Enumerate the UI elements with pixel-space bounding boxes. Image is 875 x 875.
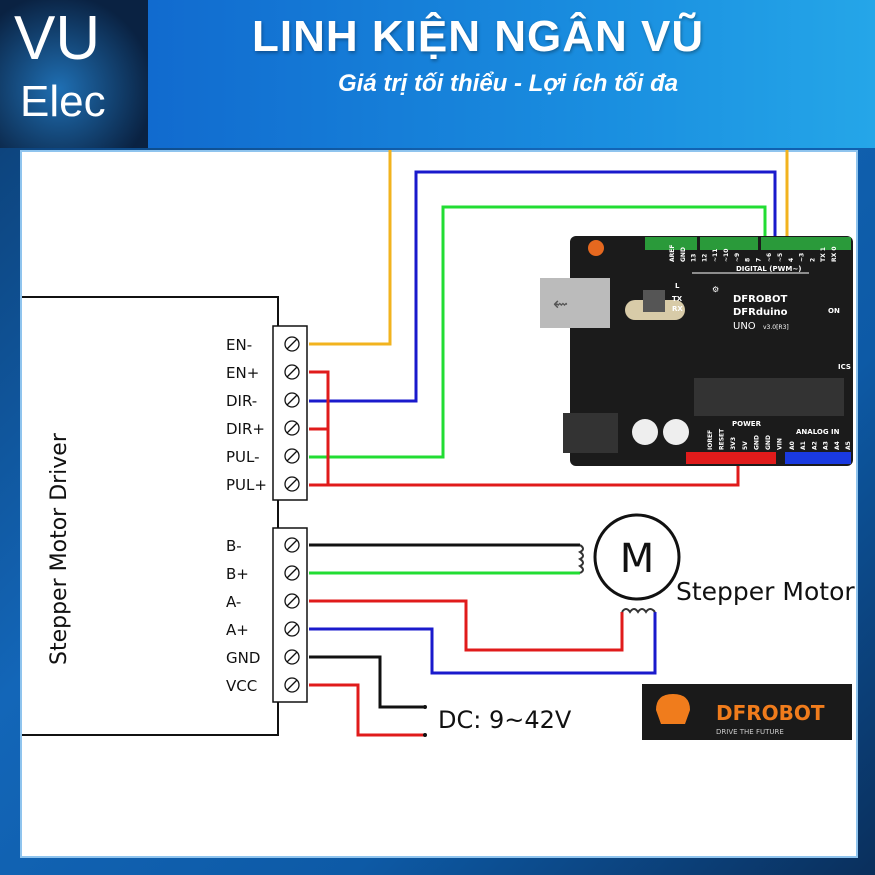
board-pin-label: RX 0 bbox=[831, 246, 838, 262]
motor-label: Stepper Motor bbox=[676, 577, 855, 606]
board-pin-label: 13 bbox=[691, 254, 698, 262]
power-terminal-block bbox=[272, 527, 308, 703]
terminal-label: PUL- bbox=[226, 448, 260, 466]
terminal-label: PUL+ bbox=[226, 476, 267, 494]
board-pin-label: GND bbox=[680, 247, 687, 262]
terminal-label: A- bbox=[226, 593, 241, 611]
terminal-label: VCC bbox=[226, 677, 257, 695]
terminal-label: B- bbox=[226, 537, 242, 555]
analog-header bbox=[785, 452, 851, 464]
driver-label: Stepper Motor Driver bbox=[47, 432, 72, 665]
driver-box bbox=[22, 296, 279, 736]
board-brand: DFROBOT bbox=[733, 294, 787, 305]
board-pin-label: AREF bbox=[669, 245, 676, 262]
board-pin-label: A2 bbox=[811, 441, 818, 450]
wire-en-minus bbox=[309, 150, 392, 346]
robot-head-icon bbox=[656, 694, 690, 724]
led-l-label: L bbox=[675, 282, 680, 290]
board-pin-label: 2 bbox=[809, 258, 816, 262]
board-pin-label: 7 bbox=[755, 258, 762, 262]
board-pin-label: A5 bbox=[845, 441, 852, 450]
motor-symbol-text: M bbox=[620, 536, 655, 582]
icsp-label: ICS bbox=[838, 363, 851, 371]
logo-text-elec: Elec bbox=[20, 77, 106, 126]
board-model: UNO bbox=[733, 321, 756, 332]
digital-header bbox=[761, 237, 851, 250]
coil-a bbox=[621, 608, 656, 614]
board-pin-label: A4 bbox=[834, 441, 841, 450]
terminal-label: DIR- bbox=[226, 392, 257, 410]
board-pin-label: 3V3 bbox=[730, 437, 737, 450]
dfrobot-logo: DFROBOT DRIVE THE FUTURE bbox=[642, 684, 852, 740]
dfrobot-tagline: DRIVE THE FUTURE bbox=[716, 728, 784, 736]
board-pin-label: 12 bbox=[701, 254, 708, 262]
board-pin-label: A1 bbox=[800, 441, 807, 450]
motor-symbol bbox=[593, 513, 681, 601]
vu-elec-logo: VU Elec bbox=[0, 0, 148, 148]
wire-pul-minus bbox=[309, 205, 767, 459]
terminal-label: EN+ bbox=[226, 364, 259, 382]
power-label: POWER bbox=[732, 420, 762, 428]
led-rx-label: RX bbox=[672, 305, 683, 313]
board-pin-label: GND bbox=[765, 435, 772, 450]
coil-b bbox=[578, 544, 584, 574]
board-pin-label: VIN bbox=[777, 438, 784, 450]
analog-label: ANALOG IN bbox=[796, 428, 840, 436]
terminal-label: EN- bbox=[226, 336, 252, 354]
board-pin-label: A0 bbox=[789, 441, 796, 450]
banner-title: LINH KIỆN NGÂN VŨ bbox=[252, 12, 705, 61]
wire-dir-minus bbox=[309, 170, 777, 403]
power-header bbox=[686, 452, 776, 464]
board-pin-label: ~11 bbox=[712, 249, 719, 262]
board-pin-label: ~10 bbox=[723, 249, 730, 262]
reset-button[interactable] bbox=[588, 240, 604, 256]
usb-connector bbox=[540, 278, 610, 328]
board-version: v3.0[R3] bbox=[763, 324, 789, 331]
dfrobot-logo-text: DFROBOT bbox=[716, 701, 825, 725]
wire-a-plus bbox=[309, 612, 657, 675]
logo-text-vu: VU bbox=[14, 4, 101, 73]
atmega-chip bbox=[694, 378, 844, 416]
dc-jack bbox=[563, 413, 618, 453]
terminal-label: GND bbox=[226, 649, 260, 667]
control-terminal-block bbox=[272, 325, 308, 501]
board-pin-label: 4 bbox=[788, 258, 795, 262]
wire-vcc bbox=[309, 683, 425, 737]
board-pin-label: ~3 bbox=[799, 253, 806, 262]
wire-gnd bbox=[309, 655, 425, 709]
board-pin-label: GND bbox=[753, 435, 760, 450]
board-name: DFRduino bbox=[733, 307, 788, 318]
terminal-label: A+ bbox=[226, 621, 249, 639]
board-pin-label: 5V bbox=[742, 441, 749, 450]
board-pin-label: 8 bbox=[745, 258, 752, 262]
led-tx-label: TX bbox=[672, 295, 683, 303]
banner-slogan: Giá trị tối thiểu - Lợi ích tối đa bbox=[338, 70, 679, 97]
board-pin-label: ~5 bbox=[777, 253, 784, 262]
power-supply-label: DC: 9~42V bbox=[438, 706, 572, 734]
banner: VU Elec LINH KIỆN NGÂN VŨ Giá trị tối th… bbox=[0, 0, 875, 148]
digital-label: DIGITAL (PWM~) bbox=[736, 265, 801, 273]
terminal-label: DIR+ bbox=[226, 420, 265, 438]
gear-icon: ⚙ bbox=[712, 285, 719, 294]
board-pin-label: RESET bbox=[719, 428, 726, 450]
board-pin-label: ~9 bbox=[734, 253, 741, 262]
board-pin-label: A3 bbox=[823, 441, 830, 450]
usb-icon: ⇜ bbox=[553, 294, 568, 315]
board-pin-label: ~6 bbox=[766, 253, 773, 262]
board-pin-label: IOREF bbox=[707, 430, 714, 450]
wire-a-minus bbox=[309, 599, 624, 652]
terminal-label: B+ bbox=[226, 565, 249, 583]
board-pin-label: TX 1 bbox=[820, 247, 827, 262]
on-label: ON bbox=[828, 307, 840, 315]
